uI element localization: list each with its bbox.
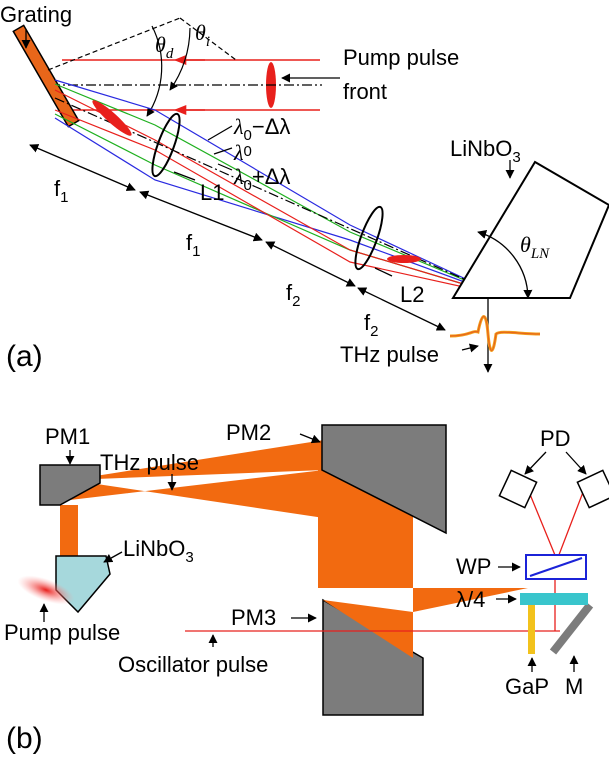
- f1-label-b: f1: [186, 230, 200, 260]
- lens2-pointer: [374, 267, 393, 277]
- linbo3-prism: [451, 160, 609, 299]
- f2-label-a: f2: [286, 280, 300, 310]
- pd-label: PD: [540, 426, 571, 451]
- crystal-label-a: LiNbO3: [450, 136, 521, 166]
- lambda-plus-label: λ0+Δλ: [233, 164, 290, 194]
- pm2-mirror: [321, 424, 447, 535]
- lambda-minus-label: λ0−Δλ: [233, 114, 290, 144]
- pump-label: Pump pulse: [4, 620, 120, 645]
- thz-pointer: [461, 343, 479, 353]
- panel-b: [17, 424, 609, 716]
- lens-l2: [354, 205, 384, 271]
- gap-crystal: [528, 598, 535, 654]
- tilted-pulse-2: [387, 255, 421, 263]
- crystal-label-b: LiNbO3: [123, 536, 194, 566]
- theta-ln-arc: [477, 229, 533, 299]
- qwp-label: λ/4: [456, 587, 485, 612]
- thz-beam-vertical-left: [60, 505, 78, 560]
- pm3-mirror-top: [323, 600, 413, 658]
- pd-pointer-right: [565, 451, 587, 475]
- pd-pointer-left: [524, 451, 547, 475]
- mirror-m: [549, 602, 594, 655]
- lambda-minus-pointer: [207, 125, 233, 141]
- crystal-pointer-b: [103, 551, 123, 563]
- panel-b-label: (b): [6, 722, 43, 755]
- pump-glow: [17, 575, 75, 605]
- theta-i: θi: [195, 20, 210, 50]
- f2-label-b: f2: [364, 310, 378, 340]
- thz-label-b: THz pulse: [100, 450, 199, 475]
- lambda-plus-pointer: [217, 163, 233, 171]
- lambda-zero-label: λ0: [233, 140, 252, 165]
- pd-beams: [526, 486, 586, 562]
- f1-label-a: f1: [54, 176, 68, 206]
- pm3-label: PM3: [231, 605, 276, 630]
- wollaston-diagonal: [529, 557, 583, 577]
- grating-label: Grating: [0, 2, 72, 27]
- angle-construction: [47, 17, 237, 117]
- quarter-wave-plate: [520, 593, 588, 605]
- pm2-pointer: [299, 433, 321, 444]
- mirror-label: M: [565, 674, 583, 699]
- photodiode-right: [576, 469, 609, 509]
- focal-distance-arrows: [29, 144, 446, 331]
- lens1-pointer: [173, 171, 196, 181]
- wp-label: WP: [456, 554, 491, 579]
- pump-front-label-1: Pump pulse: [343, 45, 459, 70]
- thz-beam-upper: [70, 470, 324, 518]
- pump-front-label-2: front: [343, 79, 387, 104]
- panel-a-label: (a): [6, 340, 43, 373]
- pm2-label: PM2: [226, 420, 271, 445]
- theta-d: θd: [155, 32, 174, 62]
- thz-waveform-core: [449, 315, 541, 352]
- pm1-label: PM1: [45, 424, 90, 449]
- lens-l1: [151, 112, 181, 178]
- oscillator-label: Oscillator pulse: [118, 652, 268, 677]
- lens1-label: L1: [200, 180, 224, 205]
- lambda-zero-pointer: [213, 147, 233, 155]
- theta-ln: θLN: [520, 232, 550, 262]
- photodiode-left: [498, 469, 538, 509]
- thz-beam-upper-b: [70, 440, 324, 480]
- pm1-mirror: [39, 464, 101, 506]
- thz-label-a: THz pulse: [340, 342, 439, 367]
- tilted-pulse-1: [92, 100, 132, 136]
- thz-beam-mid: [318, 450, 413, 588]
- gap-label: GaP: [505, 674, 549, 699]
- lens2-label: L2: [400, 282, 424, 307]
- grating: [12, 24, 80, 128]
- panel-a: [12, 17, 609, 373]
